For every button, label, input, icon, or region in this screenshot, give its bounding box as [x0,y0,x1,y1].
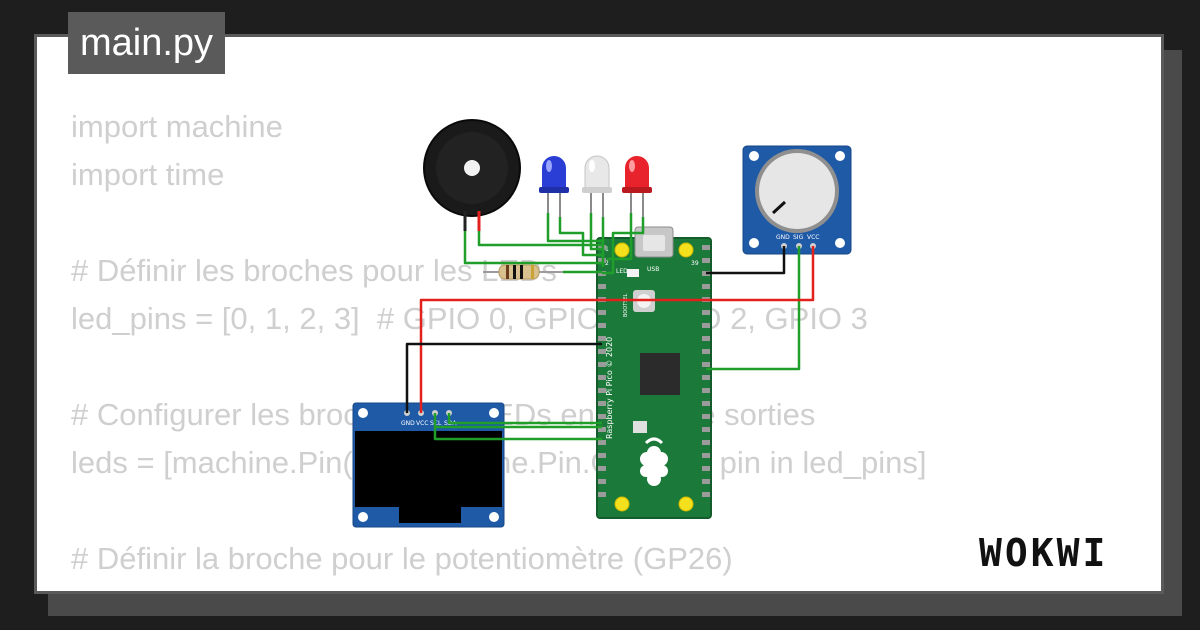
code-line: import time [71,157,225,192]
code-line: led_pins = [0, 1, 2, 3] # GPIO 0, GPIO 1… [71,301,868,336]
pin-1-label: 1 [605,246,609,253]
bootsel-label: BOOTSEL [623,293,629,317]
preview-card: import machine import time # Définir les b… [34,34,1164,594]
buzzer[interactable] [423,119,521,231]
led-blue[interactable] [539,156,569,217]
led-white[interactable] [582,155,612,217]
oled-pin-gnd-label: GND [401,420,415,427]
pot-pin-gnd-label: GND [776,234,790,241]
pot-pin-vcc-label: VCC [807,234,819,241]
code-line: potentiometer = machine.ADC(26) # GPIO 2… [71,583,927,591]
brand-logo-text: WOKWI [979,531,1108,575]
potentiometer[interactable]: GND SIG VCC [742,145,852,255]
knob-indicator [771,200,787,215]
led-red[interactable] [622,156,652,217]
board-name: Raspberry Pi Pico © 2020 [605,337,614,439]
code-line: # Définir les broches pour les LEDs [71,253,557,288]
resistor[interactable] [483,264,563,280]
file-tab[interactable]: main.py [68,12,226,74]
usb-label: USB [647,266,659,273]
wires [405,213,815,441]
pin-39-label: 39 [691,260,699,267]
oled-screen [355,431,502,507]
led-label: LED [616,268,628,275]
code-background: import machine import time # Définir les b… [71,103,927,591]
oled-display[interactable]: GND VCC SCL SDA [352,402,505,528]
pot-pin-sig-label: SIG [793,234,804,241]
code-line: # Définir la broche pour le potentiomètr… [71,541,733,576]
pico-board[interactable]: Raspberry Pi Pico © 2020 LED USB BOOTSEL… [596,226,712,519]
oled-pin-vcc-label: VCC [416,420,428,427]
wokwi-logo: WOKWI [979,531,1108,575]
raspberry-logo-icon [640,437,668,486]
circuit-diagram: Raspberry Pi Pico © 2020 LED USB BOOTSEL… [352,119,852,528]
pin-2-label: 2 [605,260,609,267]
code-line: import machine [71,109,283,144]
